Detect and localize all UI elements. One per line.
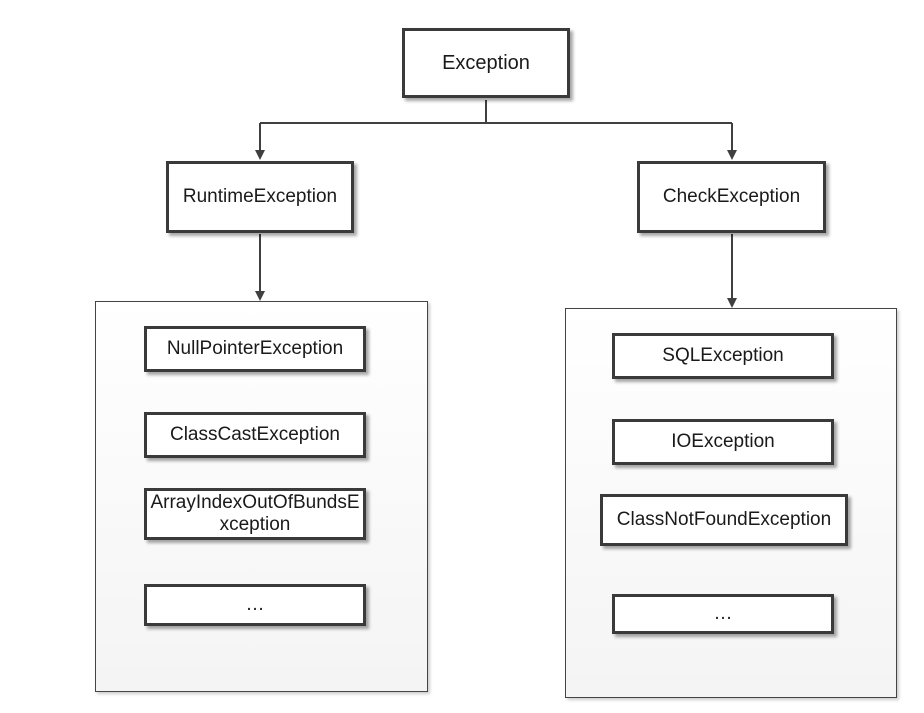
node-runtime-exception-label: RuntimeException: [182, 185, 338, 207]
node-runtime-exception: RuntimeException: [166, 161, 354, 233]
node-check-exception: CheckException: [637, 161, 826, 233]
leaf-label: …: [713, 602, 733, 624]
leaf-label: NullPointerException: [166, 337, 344, 359]
node-check-exception-label: CheckException: [662, 185, 801, 207]
leaf-null-pointer-exception: NullPointerException: [144, 326, 366, 372]
leaf-label: ArrayIndexOutOfBundsException: [150, 492, 360, 535]
leaf-label: …: [245, 593, 265, 615]
leaf-sql-exception: SQLException: [612, 333, 834, 379]
leaf-runtime-ellipsis: …: [144, 584, 366, 626]
leaf-label: SQLException: [662, 344, 784, 366]
leaf-label: ClassNotFoundException: [616, 508, 832, 530]
leaf-array-index-out-of-bounds-exception: ArrayIndexOutOfBundsException: [144, 488, 366, 540]
leaf-checked-ellipsis: …: [612, 594, 834, 634]
node-exception: Exception: [402, 28, 570, 98]
leaf-class-cast-exception: ClassCastException: [144, 412, 366, 458]
leaf-label: IOException: [671, 430, 775, 452]
leaf-class-not-found-exception: ClassNotFoundException: [600, 494, 848, 546]
leaf-label: ClassCastException: [169, 423, 341, 445]
leaf-io-exception: IOException: [612, 419, 834, 465]
node-exception-label: Exception: [442, 52, 530, 74]
